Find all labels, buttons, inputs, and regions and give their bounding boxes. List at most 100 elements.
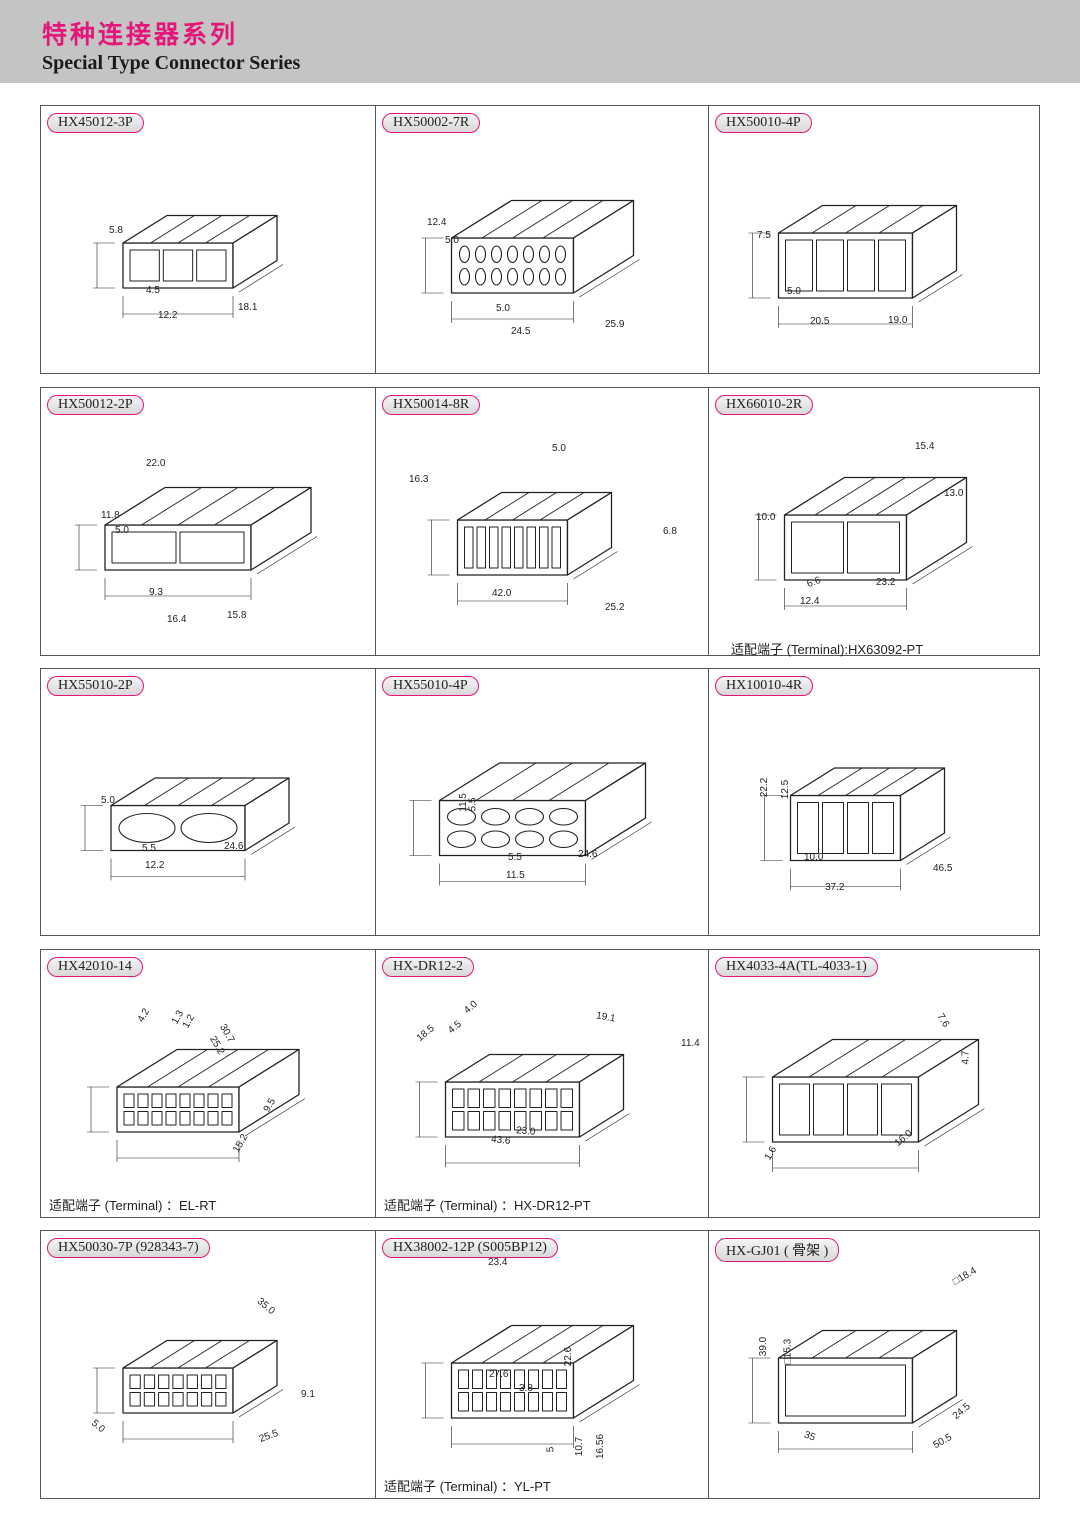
connector-drawing — [93, 214, 284, 318]
dimension-label: 12.5 — [780, 779, 792, 800]
dimension-label: 22.2 — [759, 777, 771, 798]
dimension-label: 4.7 — [960, 1050, 972, 1065]
dimension-label: 5.0 — [445, 235, 459, 246]
product-drawing — [742, 1038, 985, 1172]
dimension-label: 5.0 — [552, 443, 566, 454]
connector-drawing — [754, 476, 973, 610]
dimension-label: 23.2 — [876, 577, 896, 588]
dimension-label: 5.8 — [109, 225, 123, 236]
dimension-label: 10.7 — [574, 1436, 586, 1457]
connector-drawing — [81, 777, 296, 881]
dimension-label: 25.2 — [605, 602, 625, 613]
dimension-label: 15.8 — [227, 610, 247, 621]
model-label: HX4033-4A(TL-4033-1) — [715, 957, 878, 977]
dimension-label: 42.0 — [492, 588, 512, 599]
title-chinese: 特种连接器系列 — [42, 20, 239, 49]
product-drawing — [748, 1329, 963, 1453]
connector-drawing — [760, 767, 951, 891]
product-drawing — [748, 204, 963, 328]
dimension-label: 23.0 — [515, 1125, 536, 1138]
dimension-label: 5.5 — [142, 843, 156, 854]
product-drawing — [760, 767, 951, 891]
product-drawing — [93, 1339, 284, 1443]
connector-drawing — [75, 486, 318, 600]
dimension-label: 5.5 — [508, 852, 522, 863]
dimension-label: 25.9 — [605, 319, 625, 330]
dimension-label: 19.0 — [888, 315, 908, 326]
dimension-label: 5.0 — [787, 286, 801, 297]
dimension-label: 10.0 — [756, 512, 776, 523]
dimension-label: 11.4 — [681, 1038, 700, 1049]
page-header: 特种连接器系列 Special Type Connector Series — [0, 0, 1080, 83]
product-drawing — [421, 199, 640, 323]
dimension-label: 43.6 — [490, 1134, 511, 1147]
dimension-label: 12.4 — [800, 596, 820, 607]
product-drawing — [409, 762, 652, 886]
dimension-label: 9.3 — [149, 587, 163, 598]
dimension-label: 11.8 — [101, 510, 120, 521]
dimension-label: 12.4 — [427, 217, 447, 228]
dimension-label: 24.6 — [578, 849, 598, 860]
model-label: HX55010-4P — [382, 676, 479, 696]
dimension-label: 39.0 — [758, 1336, 770, 1357]
connector-drawing — [742, 1038, 985, 1172]
connector-drawing — [409, 762, 652, 886]
dimension-label: 12.2 — [145, 860, 165, 871]
model-label: HX50010-4P — [715, 113, 812, 133]
product-drawing — [427, 491, 618, 605]
model-label: HX66010-2R — [715, 395, 814, 415]
dimension-label: 10.0 — [804, 852, 824, 863]
dimension-label: 15.4 — [915, 441, 935, 452]
product-drawing — [421, 1324, 640, 1448]
dimension-label: 12.2 — [158, 310, 178, 321]
terminal-note: 适配端子 (Terminal) ：YL-PT — [384, 1479, 551, 1494]
model-label: HX50030-7P (928343-7) — [47, 1238, 210, 1258]
dimension-label: 5.5 — [467, 797, 479, 812]
product-drawing — [75, 486, 318, 600]
connector-drawing — [748, 204, 963, 328]
connector-drawing — [427, 491, 618, 605]
dimension-label: 23.4 — [488, 1257, 508, 1268]
dimension-label: 24.6 — [224, 841, 244, 852]
dimension-label: 18.1 — [238, 302, 258, 313]
model-label: HX50012-2P — [47, 395, 144, 415]
connector-drawing — [421, 199, 640, 323]
product-drawing — [754, 476, 973, 610]
dimension-label: 9.1 — [301, 1389, 315, 1400]
dimension-label: 5.0 — [101, 795, 115, 806]
model-label: HX-DR12-2 — [382, 957, 474, 977]
connector-drawing — [748, 1329, 963, 1453]
model-label: HX38002-12P (S005BP12) — [382, 1238, 558, 1258]
dimension-label: 7.5 — [757, 230, 771, 241]
connector-drawing — [87, 1048, 306, 1162]
title-english: Special Type Connector Series — [42, 52, 301, 74]
dimension-label: □15.3 — [782, 1338, 794, 1365]
model-label: HX42010-14 — [47, 957, 143, 977]
terminal-note: 适配端子 (Terminal):HX63092-PT — [731, 642, 924, 657]
product-drawing — [415, 1053, 630, 1167]
dimension-label: 13.0 — [944, 488, 964, 499]
model-label: HX-GJ01 ( 骨架 ) — [715, 1238, 840, 1262]
dimension-label: 5.0 — [115, 525, 129, 536]
model-label: HX50014-8R — [382, 395, 481, 415]
dimension-label: 27.6 — [489, 1369, 509, 1380]
dimension-label: 11.5 — [506, 870, 525, 881]
dimension-label: 37.2 — [825, 882, 845, 893]
